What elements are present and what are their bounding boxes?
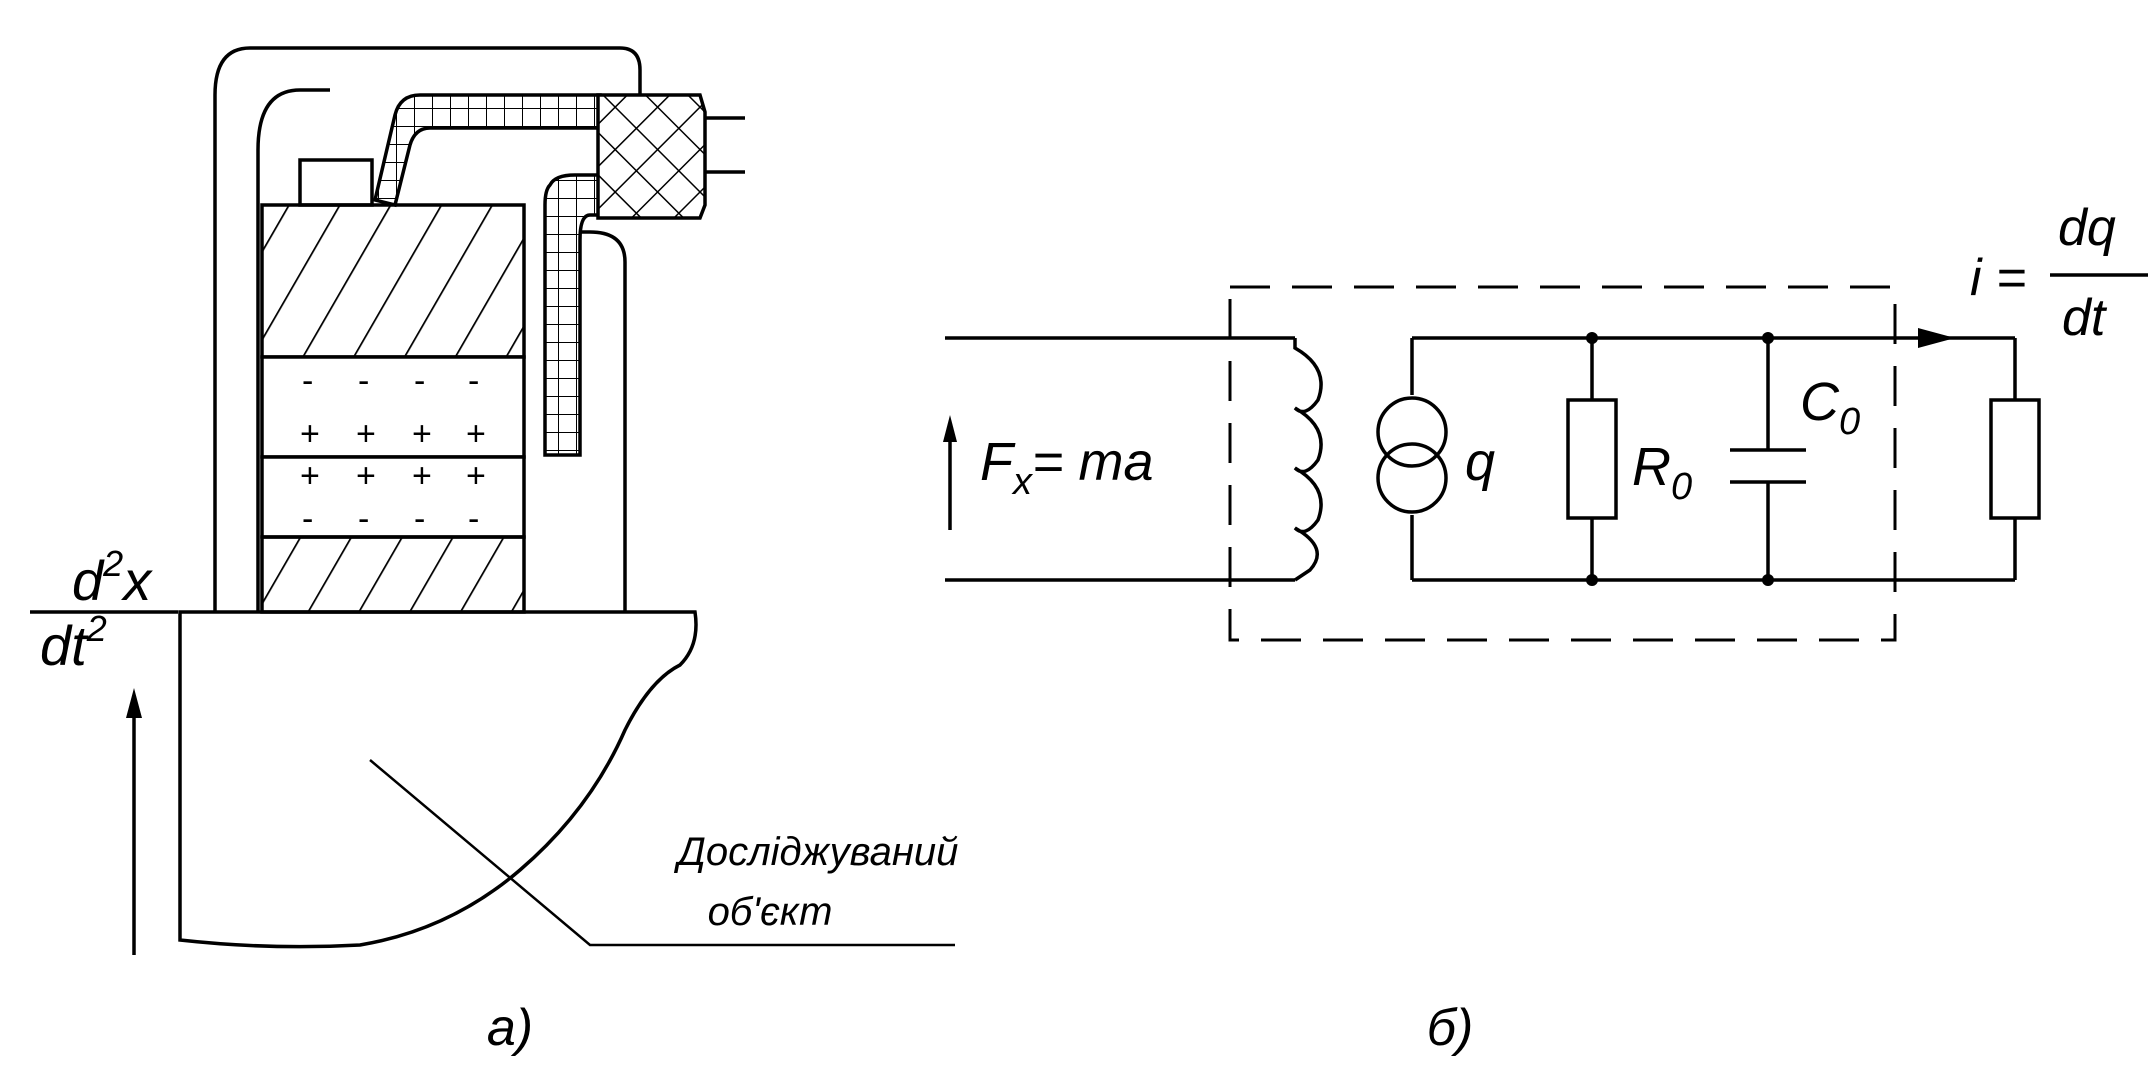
piezo-stack: - - - - + + + + + + + + - - - - [260, 355, 526, 539]
plus-6: + [356, 457, 376, 495]
accel-den-dt: dt [40, 614, 89, 677]
cable-connector [596, 93, 707, 220]
load-resistor [1989, 398, 2041, 520]
housing-inner-wall [256, 88, 330, 612]
plus-1: + [300, 415, 320, 453]
capacitor-subscript: 0 [1839, 401, 1860, 443]
resistor-R: R [1632, 437, 1671, 497]
right-figure: Fx= ma q R0 C0 [943, 199, 2148, 1057]
svg-text:d2x: d2x [72, 543, 153, 612]
plus-3: + [412, 415, 432, 453]
plus-4: + [466, 415, 486, 453]
current-lhs: i = [1970, 249, 2026, 307]
junction-dot-1 [1586, 332, 1598, 344]
caption-b: б) [1427, 999, 1474, 1057]
minus-2: - [358, 362, 369, 400]
upper-mass [260, 203, 526, 359]
plus-2: + [356, 415, 376, 453]
accel-num-x: x [120, 549, 153, 612]
resistor-label: R0 [1632, 437, 1692, 508]
current-denominator: dt [2062, 289, 2108, 347]
accel-num-d: d [72, 549, 105, 612]
sensor-housing [213, 46, 642, 612]
acceleration-arrow [126, 688, 142, 955]
minus-5: - [302, 500, 313, 538]
force-F: F [980, 432, 1016, 492]
plus-5: + [300, 457, 320, 495]
lead-wire-vertical [543, 173, 602, 457]
capacitor-C: C [1800, 372, 1840, 432]
plus-8: + [466, 457, 486, 495]
object-label-line1: Досліджуваний [674, 830, 959, 874]
accel-num-exp: 2 [102, 543, 123, 584]
object-leader-line [369, 759, 955, 947]
force-subscript: x [1011, 461, 1034, 503]
acceleration-formula: d2x dt2 [30, 543, 178, 677]
current-formula: i = dq dt [1970, 199, 2148, 347]
junction-dot-2 [1586, 574, 1598, 586]
junction-dot-3 [1762, 332, 1774, 344]
force-rest: = ma [1032, 432, 1154, 492]
capacitor-label: C0 [1800, 372, 1860, 443]
force-label: Fx= ma [980, 432, 1154, 503]
accel-den-exp: 2 [86, 608, 107, 649]
current-arrow [1918, 328, 1955, 348]
object-label-line2: об'єкт [708, 890, 833, 934]
caption-a: а) [487, 999, 533, 1057]
force-arrow [943, 415, 957, 530]
inductor-coil [1293, 338, 1323, 582]
minus-1: - [302, 362, 313, 400]
minus-6: - [358, 500, 369, 538]
mass-cap [298, 158, 374, 207]
minus-4: - [468, 362, 479, 400]
left-figure: d2x dt2 - - - - + + + [30, 46, 959, 1057]
investigated-object [178, 610, 698, 949]
junction-dot-4 [1762, 574, 1774, 586]
resistor-subscript: 0 [1671, 466, 1692, 508]
source-label: q [1465, 432, 1495, 492]
minus-3: - [414, 362, 425, 400]
plus-7: + [412, 457, 432, 495]
current-numerator: dq [2058, 199, 2116, 257]
current-source-symbol [1376, 395, 1448, 515]
piezo-element-lower [260, 455, 526, 539]
lower-base [260, 535, 526, 614]
minus-8: - [468, 500, 479, 538]
minus-7: - [414, 500, 425, 538]
resistor-r0 [1566, 398, 1618, 520]
svg-text:dt2: dt2 [40, 608, 107, 677]
sensor-boundary [1228, 285, 1897, 642]
